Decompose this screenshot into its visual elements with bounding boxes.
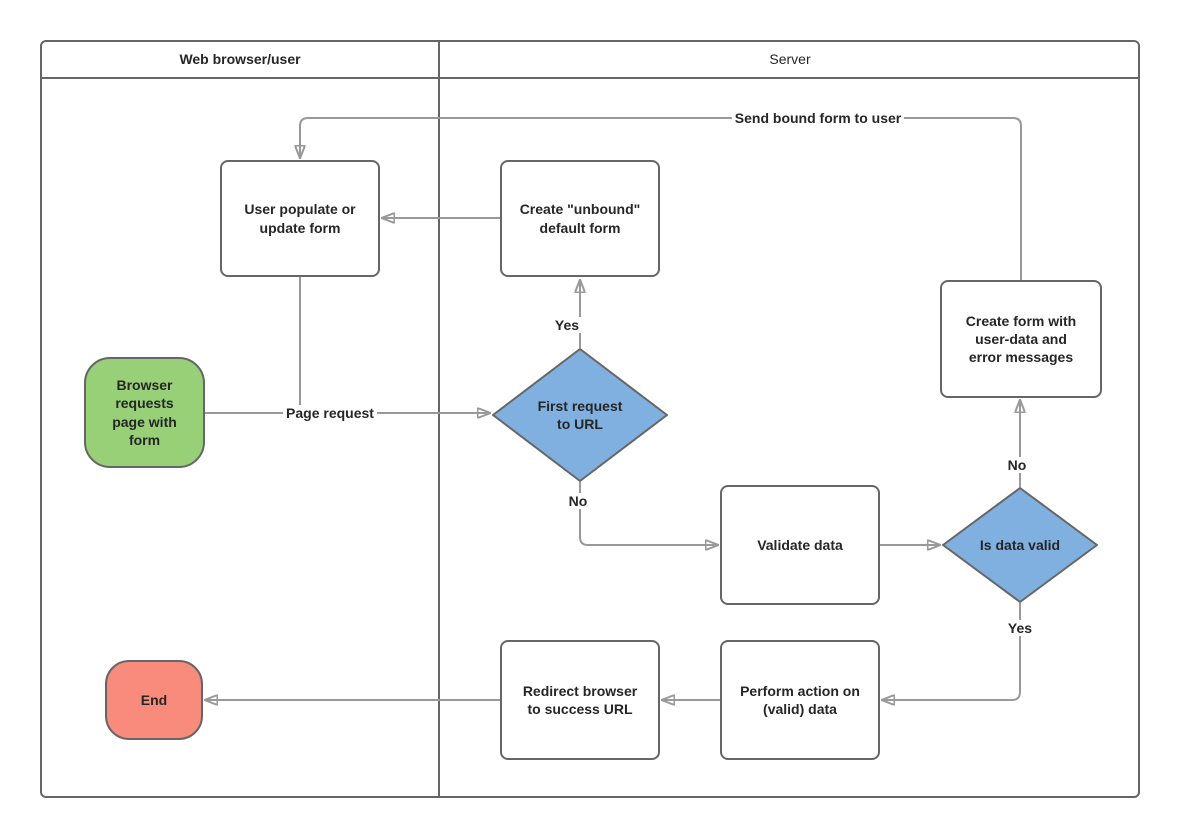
lane-title-web-browser-user: Web browser/user	[179, 50, 301, 67]
node-user-populate-form-label: User populate or update form	[244, 201, 356, 236]
lane-title-server: Server	[769, 50, 811, 67]
node-browser-requests-page-label: Browser requests page with form	[112, 377, 177, 448]
node-decision-is-data-valid-label: Is data valid	[979, 536, 1061, 553]
node-validate-data: Validate data	[720, 485, 880, 605]
node-decision-first-request-label: First request to URL	[537, 397, 623, 432]
node-validate-data-label: Validate data	[757, 536, 843, 553]
lane-divider	[438, 40, 440, 798]
diamond-shape	[492, 348, 668, 482]
edge-send-bound-form-to-user	[300, 117, 1022, 280]
node-create-bound-form-label: Create form with user-data and error mes…	[965, 312, 1077, 366]
node-redirect-browser: Redirect browser to success URL	[500, 640, 660, 760]
diamond-shape	[942, 487, 1098, 603]
node-user-populate-form: User populate or update form	[220, 160, 380, 277]
node-decision-first-request: First request to URL	[492, 348, 668, 482]
node-end-label: End	[140, 691, 168, 708]
node-redirect-browser-label: Redirect browser to success URL	[522, 682, 638, 717]
node-decision-is-data-valid: Is data valid	[942, 487, 1098, 603]
edge-label-is-valid-no: No	[1004, 457, 1030, 473]
edge-label-page-request: Page request	[283, 405, 377, 421]
node-perform-action: Perform action on (valid) data	[720, 640, 880, 760]
edge-label-first-request-no: No	[565, 493, 591, 509]
edge-is-valid-yes	[882, 603, 1021, 700]
node-create-unbound-form: Create "unbound" default form	[500, 160, 660, 277]
lane-header-separator	[40, 77, 1140, 79]
node-create-unbound-form-label: Create "unbound" default form	[519, 201, 641, 236]
edge-label-send-bound-form: Send bound form to user	[731, 110, 905, 126]
node-perform-action-label: Perform action on (valid) data	[740, 682, 860, 717]
edge-label-is-valid-yes: Yes	[1004, 620, 1036, 636]
node-browser-requests-page: Browser requests page with form	[84, 357, 205, 468]
swimlane-frame	[40, 40, 1140, 798]
node-create-bound-form: Create form with user-data and error mes…	[940, 280, 1102, 398]
edge-first-request-no	[579, 482, 718, 545]
node-end: End	[105, 660, 203, 740]
edge-label-first-request-yes: Yes	[551, 317, 583, 333]
